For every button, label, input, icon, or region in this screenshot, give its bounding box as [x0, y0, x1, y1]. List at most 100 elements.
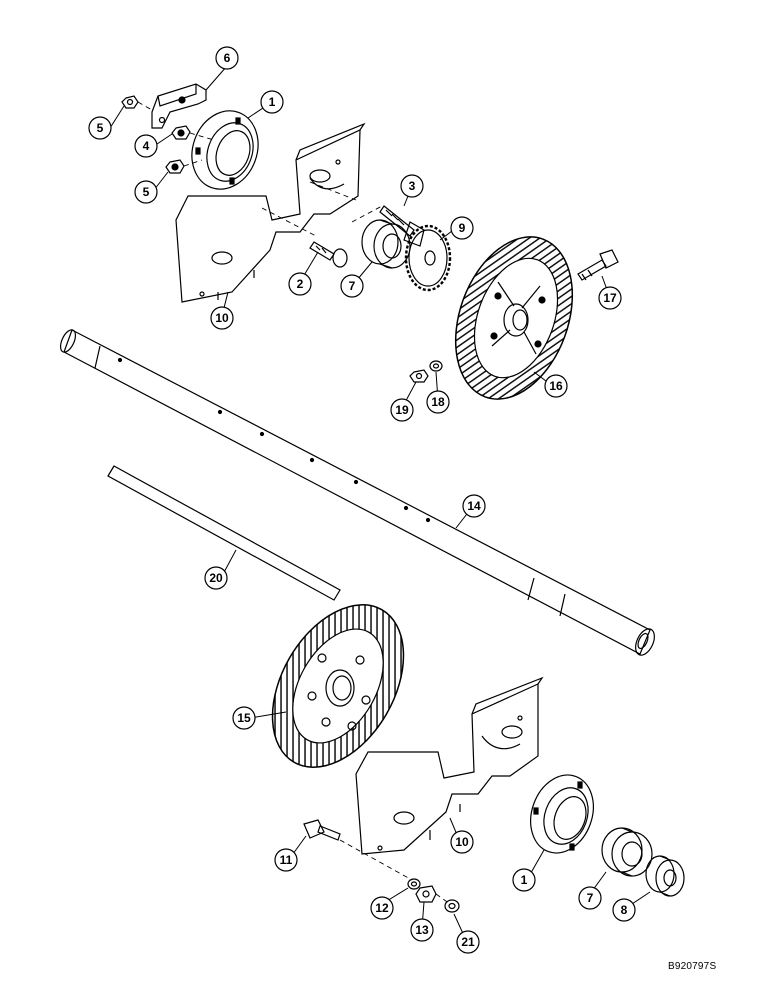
part-5-nut-lower — [165, 159, 185, 174]
callout-label: 1 — [269, 95, 276, 109]
part-18-washer — [429, 360, 443, 372]
callout-circle — [370, 896, 394, 920]
callout-14: 14 — [462, 494, 486, 518]
callout-circle — [215, 46, 239, 70]
callout-20: 20 — [204, 566, 228, 590]
callout-label: 20 — [209, 571, 223, 585]
callout-label: 16 — [549, 379, 563, 393]
part-20-key — [107, 465, 341, 601]
callout-circle — [204, 566, 228, 590]
callout-8: 8 — [612, 898, 636, 922]
callout-circle — [260, 90, 284, 114]
callout-1: 1 — [512, 868, 536, 892]
part-8-collar — [645, 855, 685, 897]
part-11-bolt — [303, 819, 341, 841]
callout-label: 15 — [237, 711, 251, 725]
part-16-tine-disc-upper — [454, 236, 574, 400]
callout-label: 3 — [409, 179, 416, 193]
callout-circle — [134, 134, 158, 158]
callout-circle — [88, 116, 112, 140]
callout-7: 7 — [340, 274, 364, 298]
part-7-bearing-upper — [361, 219, 411, 269]
callout-label: 19 — [395, 403, 409, 417]
part-10-side-plate-lower — [355, 676, 544, 855]
part-4-nut — [171, 125, 191, 140]
callout-label: 12 — [375, 901, 389, 915]
callout-7: 7 — [578, 886, 602, 910]
callout-19: 19 — [390, 398, 414, 422]
part-7-bearing-lower — [601, 827, 653, 877]
part-10-side-plate-upper — [175, 122, 366, 303]
callout-11: 11 — [274, 848, 298, 872]
callout-circle — [512, 868, 536, 892]
callout-21: 21 — [456, 930, 480, 954]
callout-circle — [450, 830, 474, 854]
callout-circle — [450, 216, 474, 240]
callout-label: 6 — [224, 51, 231, 65]
callout-4: 4 — [134, 134, 158, 158]
callout-label: 7 — [349, 279, 356, 293]
callout-15: 15 — [232, 706, 256, 730]
callout-3: 3 — [400, 174, 424, 198]
part-13-nut — [415, 885, 437, 903]
callout-label: 13 — [415, 923, 429, 937]
callout-circle — [462, 494, 486, 518]
callout-label: 21 — [461, 935, 475, 949]
callout-label: 5 — [143, 185, 150, 199]
callout-circle — [288, 272, 312, 296]
callout-circle — [274, 848, 298, 872]
alignment-lines — [137, 101, 451, 905]
part-6-bracket — [151, 83, 207, 129]
callout-1: 1 — [260, 90, 284, 114]
callout-10: 10 — [210, 306, 234, 330]
part-15-tine-disc-lower — [271, 604, 405, 768]
callout-label: 2 — [297, 277, 304, 291]
callout-18: 18 — [426, 390, 450, 414]
callout-10: 10 — [450, 830, 474, 854]
part-1-flange-upper — [191, 110, 259, 190]
callout-13: 13 — [410, 918, 434, 942]
callout-label: 4 — [143, 139, 150, 153]
part-9-sprocket — [404, 224, 452, 292]
callout-circle — [612, 898, 636, 922]
callout-2: 2 — [288, 272, 312, 296]
callout-label: 9 — [459, 221, 466, 235]
callout-9: 9 — [450, 216, 474, 240]
part-21-lockwasher — [444, 899, 460, 913]
callout-5: 5 — [134, 180, 158, 204]
callout-circle — [456, 930, 480, 954]
callout-circle — [232, 706, 256, 730]
callout-circle — [400, 174, 424, 198]
callout-circle — [410, 918, 434, 942]
callout-circle — [544, 374, 568, 398]
part-19-nut — [409, 369, 429, 383]
callout-17: 17 — [598, 286, 622, 310]
part-1-flange-lower — [530, 774, 594, 854]
callout-label: 10 — [215, 311, 229, 325]
part-17-bolt — [577, 249, 619, 281]
callout-circle — [390, 398, 414, 422]
part-3-bolt — [379, 205, 425, 247]
part-2-bolt — [309, 241, 348, 268]
callout-circle — [340, 274, 364, 298]
part-12-washer — [407, 878, 421, 890]
callout-label: 10 — [455, 835, 469, 849]
part-14-shaft — [59, 329, 655, 656]
callout-label: 5 — [97, 121, 104, 135]
callout-circle — [426, 390, 450, 414]
part-5-nut-upper — [121, 95, 139, 109]
callout-16: 16 — [544, 374, 568, 398]
callout-label: 18 — [431, 395, 445, 409]
callout-circle — [134, 180, 158, 204]
leader-lines — [109, 65, 651, 941]
callout-label: 11 — [280, 853, 293, 867]
callout-label: 1 — [521, 873, 528, 887]
callout-label: 8 — [621, 903, 628, 917]
callout-12: 12 — [370, 896, 394, 920]
callout-5: 5 — [88, 116, 112, 140]
callout-circle — [578, 886, 602, 910]
callout-6: 6 — [215, 46, 239, 70]
callout-circle — [210, 306, 234, 330]
